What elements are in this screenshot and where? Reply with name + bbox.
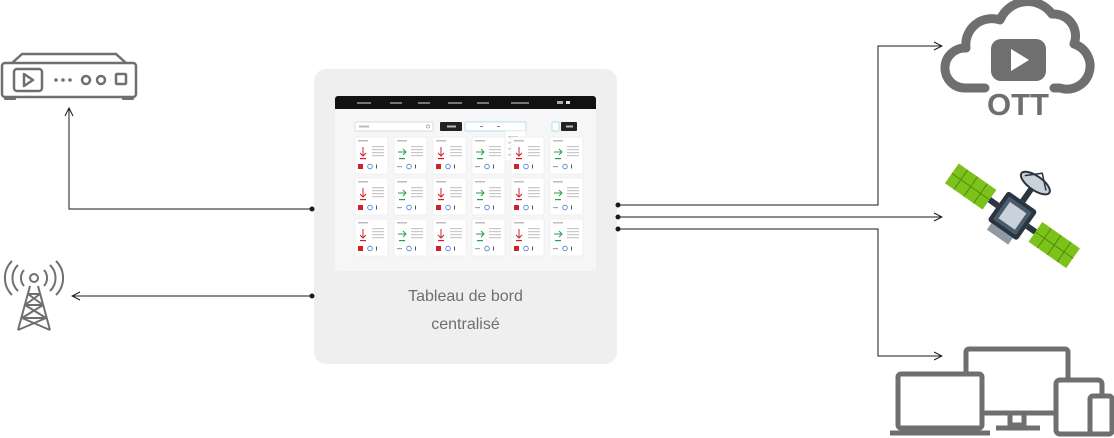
status-ok-icon <box>554 189 563 197</box>
status-down-icon <box>359 188 367 198</box>
encoder-connector-dot <box>309 206 315 212</box>
satellite-connector-dot <box>615 214 621 220</box>
status-down-icon <box>515 147 523 157</box>
dashboard-card <box>471 218 506 257</box>
devices-connector-dot <box>615 226 621 232</box>
dashboard-body <box>335 109 596 271</box>
dashboard-card <box>549 177 584 216</box>
dashboard-card <box>549 218 584 257</box>
dashboard-card <box>354 136 389 175</box>
dashboard-card <box>432 218 467 257</box>
status-ok-icon <box>476 148 485 156</box>
dashboard-card <box>471 136 506 175</box>
status-ok-icon <box>398 189 407 197</box>
ott-label: OTT <box>987 87 1049 122</box>
dashboard-card <box>354 218 389 257</box>
dashboard-card <box>393 218 428 257</box>
status-ok-icon <box>554 230 563 238</box>
dashboard-caption: Tableau de bord centralisé <box>314 283 617 339</box>
dashboard-caption-line2: centralisé <box>431 316 500 333</box>
status-ok-icon <box>398 230 407 238</box>
dashboard-top-bar <box>335 96 596 109</box>
status-down-icon <box>515 188 523 198</box>
status-ok-icon <box>398 148 407 156</box>
dashboard-card <box>432 177 467 216</box>
dashboard-card <box>471 177 506 216</box>
dashboard-card <box>432 136 467 175</box>
status-ok-icon <box>476 230 485 238</box>
dashboard-nav-tabs <box>357 101 570 104</box>
devices-connector <box>618 228 942 356</box>
tower-connector-dot <box>309 293 315 299</box>
status-down-icon <box>437 147 445 157</box>
status-ok-icon <box>554 148 563 156</box>
dashboard-card <box>393 136 428 175</box>
ott-connector <box>618 46 942 206</box>
status-down-icon <box>437 188 445 198</box>
status-ok-icon <box>476 189 485 197</box>
dashboard-card <box>549 136 584 175</box>
dashboard-caption-line1: Tableau de bord <box>408 288 523 305</box>
dashboard-card <box>393 177 428 216</box>
dashboard-card <box>510 218 545 257</box>
status-down-icon <box>515 229 523 239</box>
status-down-icon <box>359 229 367 239</box>
dashboard-card <box>354 177 389 216</box>
status-down-icon <box>359 147 367 157</box>
dashboard-card <box>510 136 545 175</box>
status-down-icon <box>437 229 445 239</box>
dashboard-card-grid <box>354 121 584 257</box>
encoder-connector <box>69 108 312 210</box>
dashboard-card <box>510 177 545 216</box>
dashboard-screenshot <box>335 96 596 271</box>
ott-connector-dot <box>615 202 621 208</box>
